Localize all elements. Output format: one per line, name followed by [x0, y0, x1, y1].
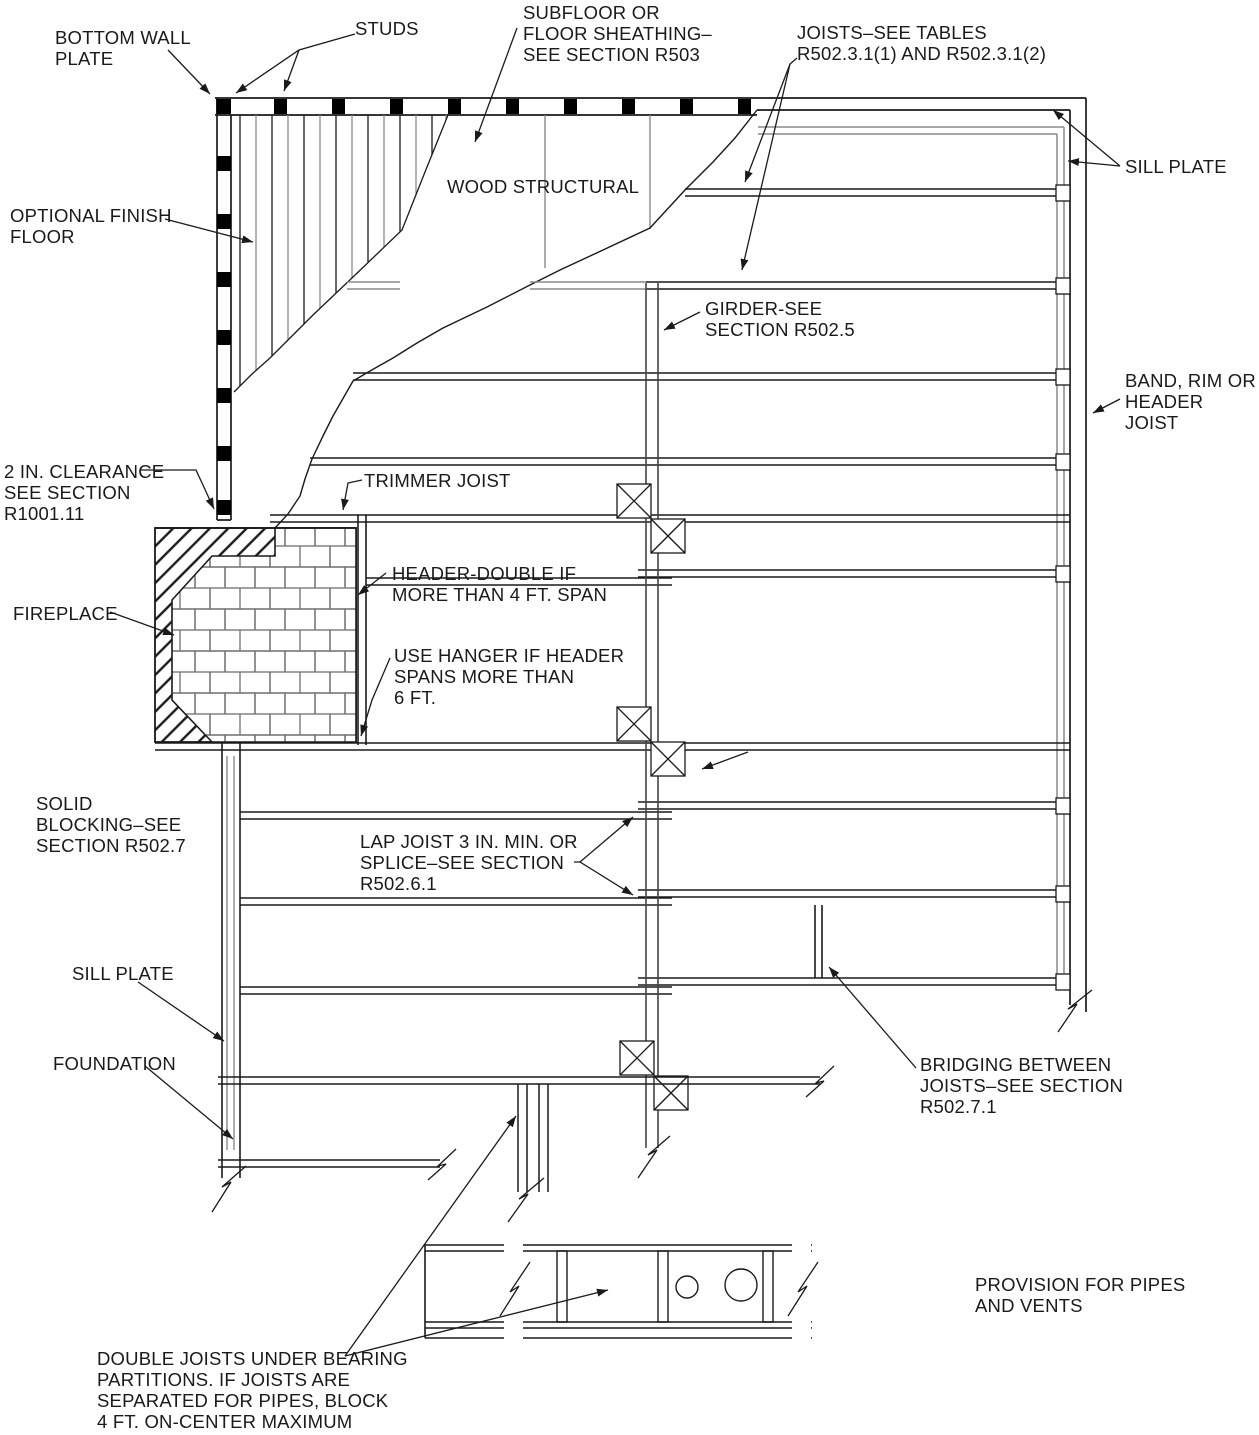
fireplace-plan [154, 527, 357, 743]
pipes-vents-detail [424, 1242, 819, 1342]
subfloor-panel-joints [544, 115, 651, 268]
label-wood-structural: WOOD STRUCTURAL [447, 176, 640, 197]
label-lap-joist: LAP JOIST 3 IN. MIN. OR SPLICE–SEE SECTI… [360, 831, 578, 894]
header-lines [357, 515, 367, 745]
foundation-edge-lines [218, 1065, 835, 1181]
top-wall-studs [216, 99, 751, 114]
label-clearance: 2 IN. CLEARANCE SEE SECTION R1001.11 [4, 461, 165, 524]
left-wall-studs [217, 99, 231, 515]
label-use-hanger: USE HANGER IF HEADER SPANS MORE THAN 6 F… [394, 645, 625, 708]
label-sill-plate-left: SILL PLATE [72, 963, 174, 984]
sill-plate-left-lines [226, 756, 235, 1150]
label-header-double: HEADER-DOUBLE IF MORE THAN 4 FT. SPAN [392, 563, 608, 605]
band-rim-joist [1057, 98, 1093, 1033]
label-foundation: FOUNDATION [53, 1053, 176, 1074]
sill-plate-right-lines [758, 126, 1065, 983]
label-joists-tables: JOISTS–SEE TABLES R502.3.1(1) AND R502.3… [797, 22, 1047, 64]
label-subfloor: SUBFLOOR OR FLOOR SHEATHING– SEE SECTION… [523, 2, 712, 65]
solid-blocking-boxes [616, 483, 689, 1111]
label-fireplace: FIREPLACE [13, 603, 118, 624]
label-optional-finish: OPTIONAL FINISH FLOOR [10, 205, 172, 247]
label-girder: GIRDER-SEE SECTION R502.5 [705, 298, 855, 340]
label-provision-pipes: PROVISION FOR PIPES AND VENTS [975, 1274, 1186, 1316]
label-solid-blocking: SOLID BLOCKING–SEE SECTION R502.7 [36, 793, 186, 856]
finish-floor-torn-edge [233, 114, 449, 393]
label-studs: STUDS [355, 18, 419, 39]
joists-hidden-segments [347, 281, 646, 290]
label-trimmer-joist: TRIMMER JOIST [364, 470, 511, 491]
label-bridging: BRIDGING BETWEEN JOISTS–SEE SECTION R502… [920, 1054, 1124, 1117]
subfloor-torn-edge [274, 109, 758, 529]
top-wall-plate [215, 97, 1086, 116]
foundation-wall-left [211, 742, 247, 1213]
bridging-strut [814, 905, 823, 978]
joists [155, 188, 1070, 995]
joist-end-blocks [1055, 184, 1071, 991]
label-band-rim: BAND, RIM OR HEADER JOIST [1125, 370, 1256, 433]
label-double-joists: DOUBLE JOISTS UNDER BEARING PARTITIONS. … [97, 1348, 408, 1432]
label-sill-plate-right: SILL PLATE [1125, 156, 1227, 177]
leader-lines [109, 27, 1121, 1357]
double-joist-pair [507, 1084, 549, 1223]
label-bottom-wall-plate: BOTTOM WALL PLATE [55, 27, 191, 69]
